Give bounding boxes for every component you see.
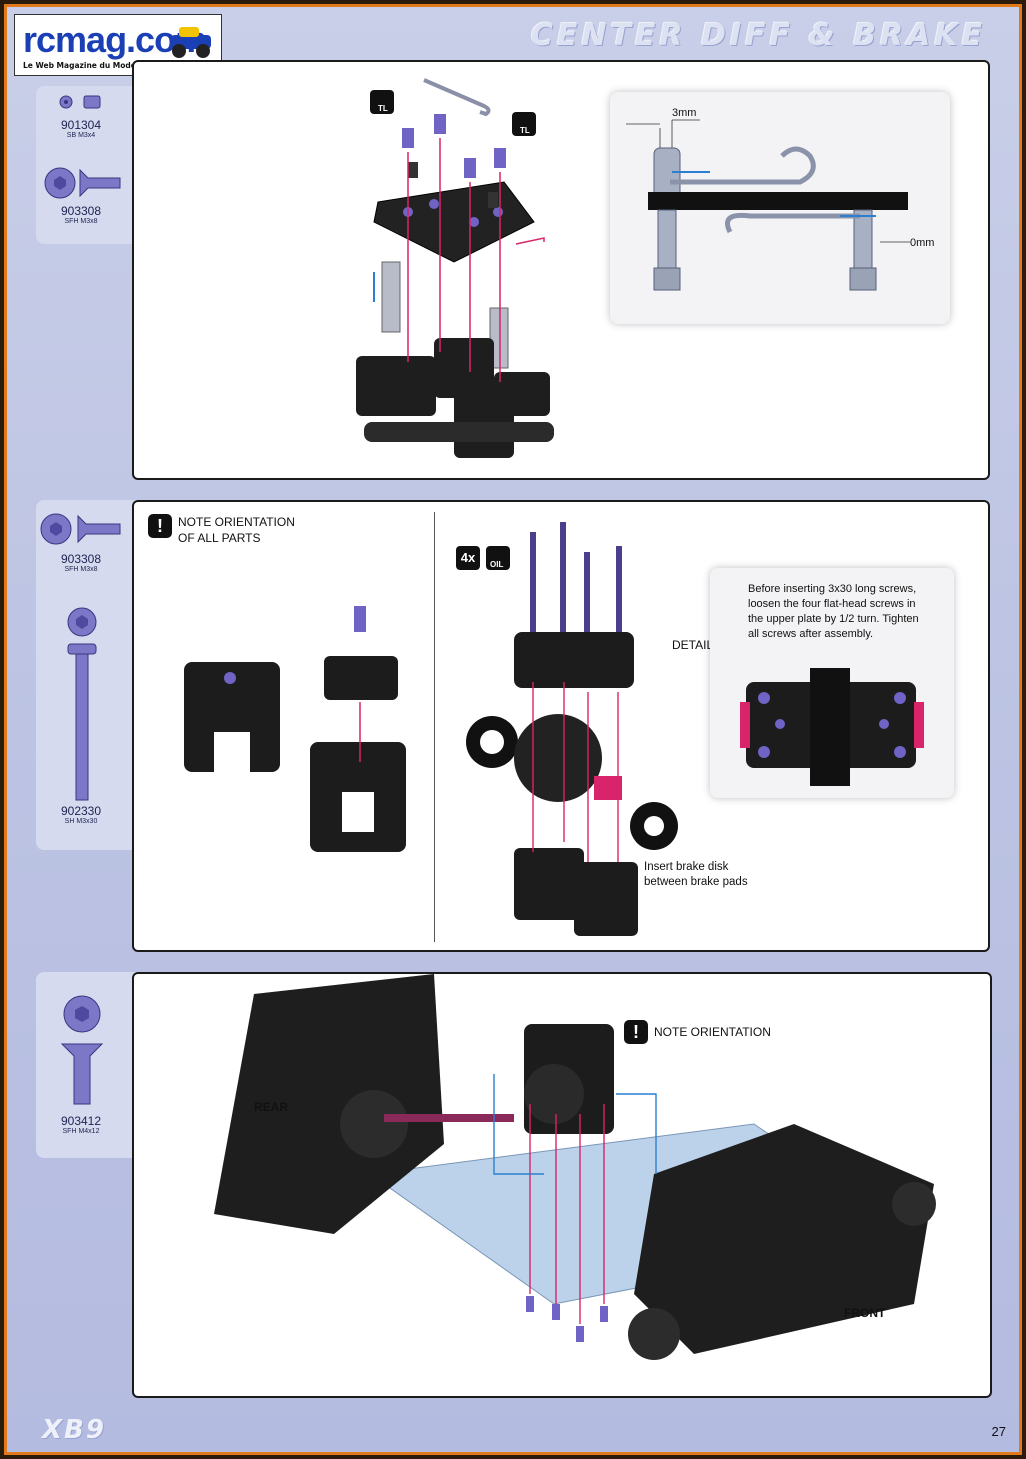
panel-divider [434, 512, 435, 942]
rear-label: REAR [254, 1100, 289, 1114]
front-label: FRONT [844, 1306, 886, 1320]
chassis-assembly-drawing [214, 974, 936, 1360]
part-903412: 903412 SFH M4x12 [36, 1114, 126, 1135]
screw-903308-icon [40, 513, 121, 545]
detail-line3: the upper plate by 1/2 turn. Tighten [748, 613, 919, 625]
detail-line2: loosen the four flat-head screws in [748, 598, 916, 610]
detail-line1: Before inserting 3x30 long screws, [748, 583, 917, 595]
screw-902330-icon [67, 607, 97, 801]
gap-detail-drawing [626, 119, 910, 291]
part-code: 903308 [60, 204, 102, 218]
gap-detail-box: 3mm 0mm [610, 92, 950, 324]
step3-panel: ! NOTE ORIENTATION REAR FRONT [132, 972, 992, 1398]
part-desc: SB M3x4 [66, 132, 96, 139]
parts-tab-step1 [36, 86, 136, 244]
step1-panel: TL TL 3mm 0mm [132, 60, 990, 480]
warning-icon: ! [624, 1020, 648, 1044]
part-903308: 903308 SFH M3x8 [36, 552, 126, 573]
part-desc: SFH M3x8 [64, 566, 98, 573]
warning-icon: ! [148, 514, 172, 538]
part-code: 901304 [60, 118, 102, 132]
brake-disk-note: Insert brake disk between brake pads [644, 860, 748, 890]
note-line1: NOTE ORIENTATION [178, 515, 295, 529]
detail-line4: all screws after assembly. [748, 628, 874, 640]
part-903308: 903308 SFH M3x8 [36, 204, 126, 225]
part-desc: SFH M3x8 [64, 218, 98, 225]
detail-callout-box: Before inserting 3x30 long screws, loose… [710, 568, 954, 798]
part-902330: 902330 SH M3x30 [36, 804, 126, 825]
note-orientation-all: ! NOTE ORIENTATION OF ALL PARTS [148, 514, 295, 546]
page-title: CENTER DIFF & BRAKE [530, 18, 986, 53]
part-code: 902330 [60, 804, 102, 818]
part-code: 903308 [60, 552, 102, 566]
qty-tag: 4x [456, 546, 480, 570]
note-line2: OF ALL PARTS [178, 531, 261, 545]
qty-label: 4x [460, 550, 476, 565]
screw-903308-icon [44, 167, 121, 199]
logo-tagline: Le Web Magazine du Modelisme RC [23, 61, 173, 70]
detail-text: Before inserting 3x30 long screws, loose… [748, 582, 928, 642]
tag-label: TL [378, 104, 388, 113]
car-icon [171, 27, 211, 58]
center-diff-assembly-drawing [466, 522, 678, 936]
page-number: 27 [991, 1424, 1006, 1439]
model-logo: XB9 [42, 1415, 106, 1445]
screw-901304-icon [59, 95, 101, 109]
note-orientation: ! NOTE ORIENTATION [624, 1020, 771, 1044]
mount-blocks-drawing [184, 606, 406, 852]
part-desc: SH M3x30 [64, 818, 98, 825]
oil-tag: OIL [486, 546, 510, 570]
part-901304: 901304 SB M3x4 [36, 118, 126, 139]
brake-line1: Insert brake disk [644, 861, 729, 873]
dim-bottom-label: 0mm [910, 237, 935, 249]
detail-label: DETAIL [672, 638, 714, 652]
screw-903412-icon [60, 995, 104, 1105]
note-text: NOTE ORIENTATION [654, 1025, 771, 1039]
site-logo[interactable]: rcmag.com Le Web Magazine du Modelisme R… [14, 14, 222, 76]
dim-top-label: 3mm [672, 107, 697, 119]
threadlock-tag-left: TL [370, 90, 394, 114]
part-desc: SFH M4x12 [62, 1128, 100, 1135]
brake-line2: between brake pads [644, 876, 748, 888]
part-code: 903412 [60, 1114, 102, 1128]
step2-panel: ! NOTE ORIENTATION OF ALL PARTS 4x OIL [132, 500, 990, 952]
tag-label: TL [520, 126, 530, 135]
tag-label: OIL [490, 560, 504, 569]
diff-mount-assembly-drawing [356, 78, 554, 458]
detail-top-view-drawing [740, 668, 924, 786]
threadlock-tag-right: TL [512, 112, 536, 136]
